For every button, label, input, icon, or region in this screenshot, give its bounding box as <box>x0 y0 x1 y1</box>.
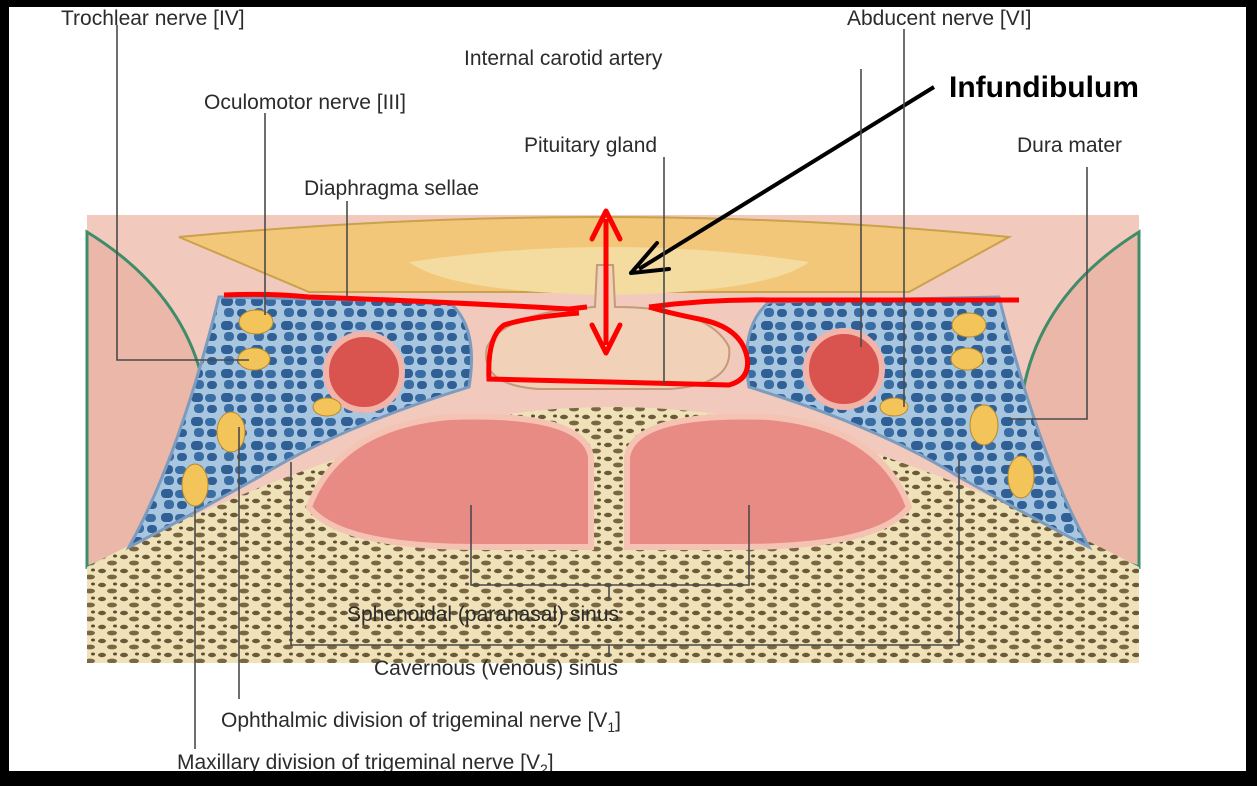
label-ophthalmic: Ophthalmic division of trigeminal nerve … <box>221 709 621 735</box>
label-dura-mater: Dura mater <box>1017 134 1122 157</box>
label-abducent: Abducent nerve [VI] <box>847 7 1031 30</box>
label-oculomotor: Oculomotor nerve [III] <box>204 91 406 114</box>
label-infundibulum: Infundibulum <box>949 71 1139 104</box>
right-internal-carotid <box>806 331 882 407</box>
right-maxillary-nerve <box>1008 456 1034 498</box>
left-oculomotor-nerve <box>239 310 273 334</box>
sella-turcica-diagram: Trochlear nerve [IV] Abducent nerve [VI]… <box>9 7 1246 771</box>
left-internal-carotid <box>326 334 402 410</box>
left-trochlear-nerve <box>238 348 270 370</box>
label-trochlear: Trochlear nerve [IV] <box>61 7 245 30</box>
diagram-frame: Trochlear nerve [IV] Abducent nerve [VI]… <box>6 4 1249 774</box>
label-maxillary: Maxillary division of trigeminal nerve [… <box>177 751 554 771</box>
right-ophthalmic-nerve <box>970 405 998 445</box>
left-ophthalmic-nerve <box>217 412 245 452</box>
label-cavernous-sinus: Cavernous (venous) sinus <box>374 657 618 680</box>
label-internal-carotid: Internal carotid artery <box>464 47 663 70</box>
left-maxillary-nerve <box>182 464 208 506</box>
right-trochlear-nerve <box>951 348 983 370</box>
label-diaphragma-sellae: Diaphragma sellae <box>304 177 479 200</box>
label-sphenoidal-sinus: Sphenoidal (paranasal) sinus <box>347 603 619 626</box>
label-pituitary: Pituitary gland <box>524 134 657 157</box>
left-abducent-nerve <box>313 398 341 416</box>
right-oculomotor-nerve <box>952 313 986 337</box>
